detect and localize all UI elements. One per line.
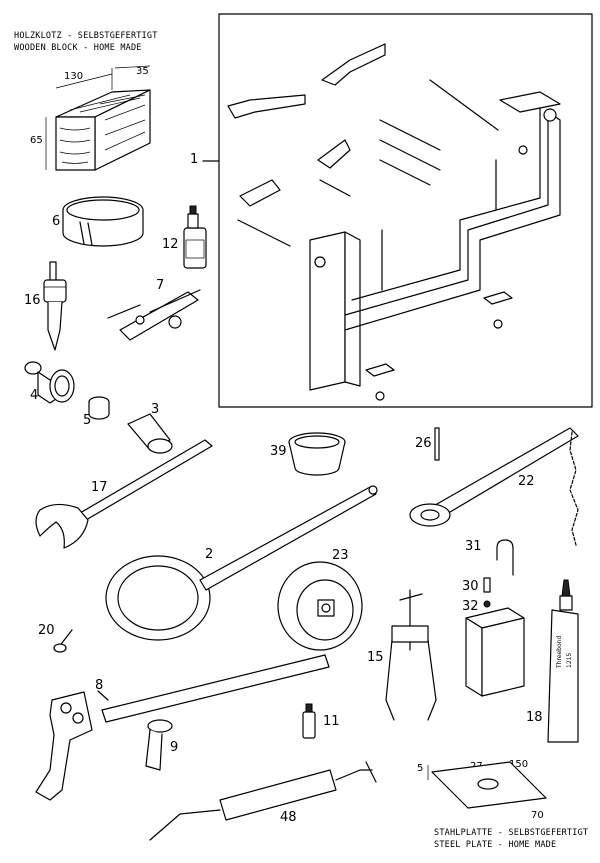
part-20-bolt	[53, 629, 73, 653]
part-number-7: 7	[156, 278, 165, 293]
part-number-4: 4	[30, 388, 39, 403]
plate-width-dim: 70	[531, 810, 544, 821]
part-9-hook	[145, 719, 173, 771]
bottom-caption-line1: STAHLPLATTE - SELBSTGEFERTIGT	[434, 828, 589, 838]
bottom-caption-line2: STEEL PLATE - HOME MADE	[434, 840, 557, 850]
part-3-sleeve	[127, 413, 173, 454]
part-5-bushing	[88, 396, 110, 420]
part-number-6: 6	[52, 214, 61, 229]
part-number-23: 23	[332, 548, 349, 563]
part-30-valve	[483, 577, 491, 593]
part-48-grease-gun	[149, 761, 377, 841]
part-number-30: 30	[462, 579, 479, 594]
part-number-11: 11	[323, 714, 340, 729]
part-number-9: 9	[170, 740, 179, 755]
part-number-15: 15	[367, 650, 384, 665]
container	[465, 607, 525, 697]
part-31-tube	[496, 539, 514, 576]
part-number-12: 12	[162, 237, 179, 252]
part-16-puller	[43, 261, 67, 351]
block-width-dim: 35	[136, 66, 149, 77]
plate-length-dim: 150	[509, 759, 529, 770]
part-6-ring	[62, 196, 144, 247]
part-26-pin	[434, 427, 440, 461]
part-number-48: 48	[280, 810, 297, 825]
part-number-1: 1	[190, 152, 199, 167]
part-8-bracket	[35, 654, 330, 801]
part-1-frame-box	[218, 13, 593, 408]
part-32-ball	[483, 600, 491, 608]
steel-plate	[427, 761, 547, 809]
part-23-rotor	[277, 561, 363, 651]
part-number-16: 16	[24, 293, 41, 308]
part-number-20: 20	[38, 623, 55, 638]
part-15-puller	[385, 589, 437, 721]
part-number-39: 39	[270, 444, 287, 459]
part-22-chain-wrench	[409, 427, 579, 546]
block-height-dim: 65	[30, 135, 43, 146]
part-number-17: 17	[91, 480, 108, 495]
tube-label-line1: Threebond	[556, 635, 563, 668]
part-8-leader	[97, 690, 109, 701]
part-11-small-tube	[302, 703, 316, 739]
part-number-2: 2	[205, 547, 214, 562]
top-caption-line1: HOLZKLOTZ - SELBSTGEFERTIGT	[14, 31, 158, 41]
part-39-cup	[288, 432, 346, 476]
part-number-8: 8	[95, 678, 104, 693]
part-17-fork-tool	[35, 439, 213, 549]
part-2-holding-tool	[105, 485, 378, 641]
block-length-dim: 130	[64, 71, 84, 82]
part-number-31: 31	[465, 539, 482, 554]
part-number-26: 26	[415, 436, 432, 451]
part-1-frame-assembly	[227, 43, 561, 401]
wooden-block	[45, 65, 151, 171]
part-number-5: 5	[83, 413, 92, 428]
plate-thickness-dim: 5	[417, 763, 424, 774]
part-number-18: 18	[526, 710, 543, 725]
top-caption-line2: WOODEN BLOCK - HOME MADE	[14, 43, 142, 53]
part-18-tube	[547, 579, 579, 743]
part-number-3: 3	[151, 402, 160, 417]
tube-label-line2: 1215	[566, 652, 573, 668]
part-number-32: 32	[462, 599, 479, 614]
part-4-adapter	[24, 361, 75, 404]
part-number-22: 22	[518, 474, 535, 489]
part-7-tool	[107, 289, 201, 341]
part-12-bottle	[183, 205, 207, 269]
